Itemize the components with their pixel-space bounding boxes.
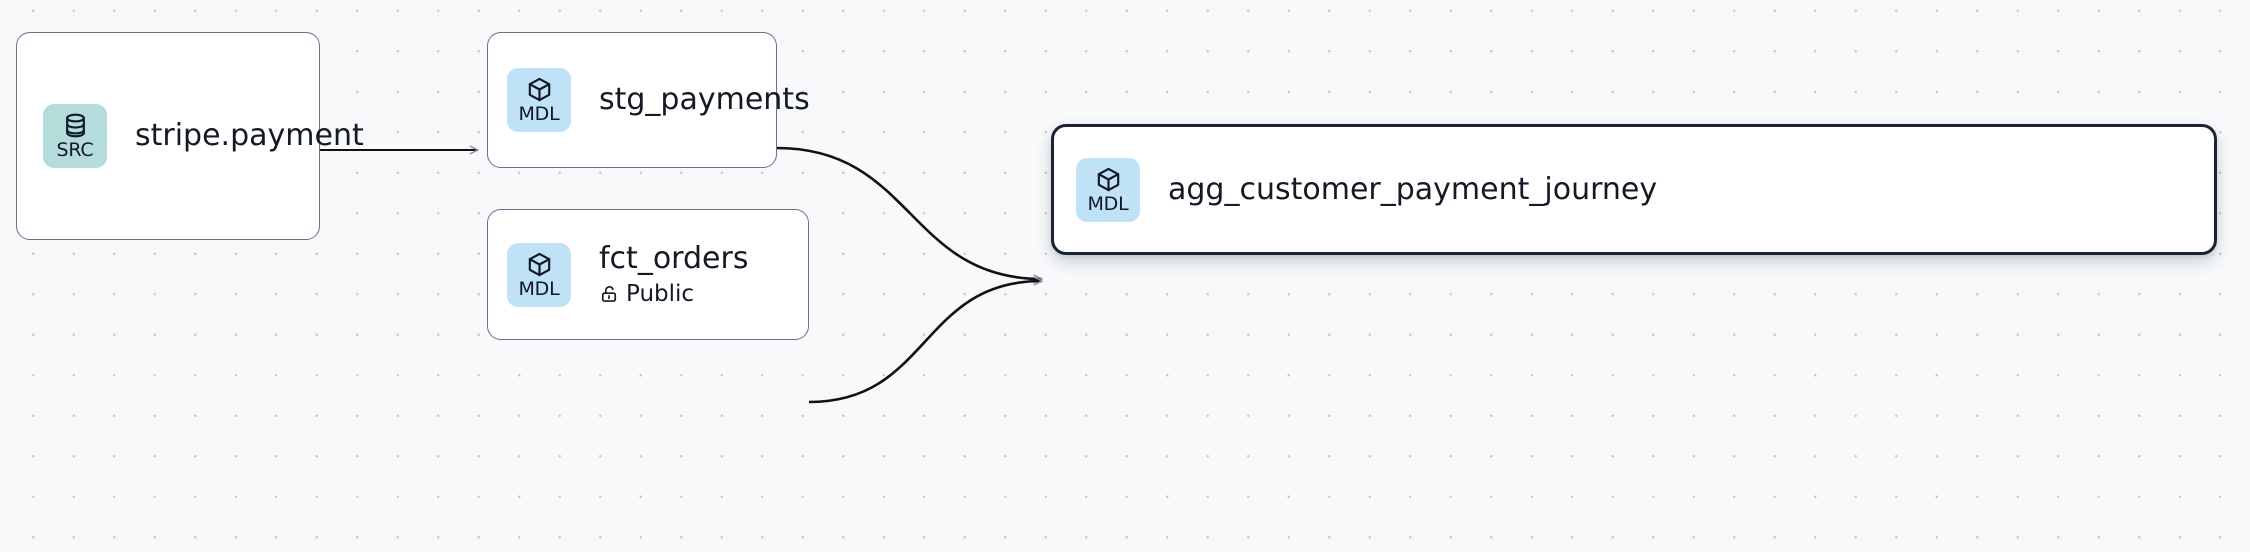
model-badge: MDL	[1076, 157, 1140, 222]
node-body: agg_customer_payment_journey	[1168, 171, 1658, 207]
unlock-icon	[601, 286, 617, 302]
visibility-label: Public	[626, 281, 695, 307]
node-stripe-payment[interactable]: SRC stripe.payment	[16, 32, 364, 240]
model-badge: MDL	[507, 68, 571, 132]
edge-fct-to-agg	[808, 281, 1042, 404]
model-badge-label: MDL	[1087, 192, 1129, 215]
cube-icon	[1097, 167, 1119, 191]
database-icon	[65, 113, 85, 138]
node-body: stg_payments	[599, 83, 810, 117]
node-title: stg_payments	[599, 82, 810, 117]
cube-icon	[528, 252, 550, 276]
visibility-row: Public	[599, 281, 748, 307]
node-title: agg_customer_payment_journey	[1168, 171, 1658, 207]
model-badge-label: MDL	[518, 277, 560, 300]
model-badge: MDL	[507, 242, 571, 307]
node-body: fct_orders Public	[599, 241, 749, 308]
node-fct-orders[interactable]: MDL fct_orders Public	[487, 209, 809, 340]
node-title: fct_orders	[599, 241, 749, 276]
model-badge-label: MDL	[518, 103, 560, 125]
source-badge-label: SRC	[56, 139, 94, 161]
edge-stg-to-agg	[776, 146, 1042, 279]
node-agg-customer-payment-journey[interactable]: MDL agg_customer_payment_journey	[1051, 124, 2217, 255]
node-body: stripe.payment	[135, 119, 364, 153]
node-title: stripe.payment	[135, 118, 364, 153]
node-stg-payments[interactable]: MDL stg_payments	[487, 32, 810, 168]
source-badge: SRC	[43, 104, 107, 168]
cube-icon	[528, 77, 550, 102]
